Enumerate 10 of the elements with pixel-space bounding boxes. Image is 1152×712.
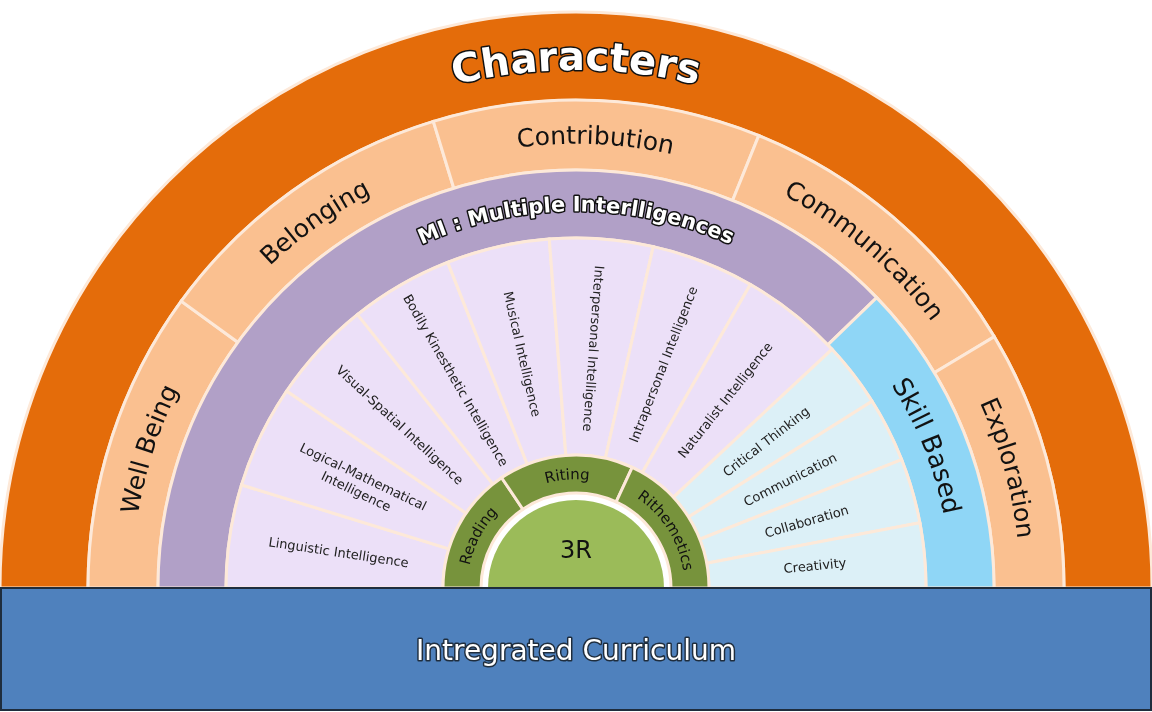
segment-label: Contribution xyxy=(515,120,677,161)
segment-label: Riting xyxy=(542,465,591,488)
segment-label: 3R xyxy=(560,536,592,565)
segment-label: Interpersonal Intelligence xyxy=(579,265,608,433)
segment-label: Characters xyxy=(446,33,706,94)
segment-label: Creativity xyxy=(782,555,847,576)
diagram-segment xyxy=(0,587,1152,711)
diagram-segment xyxy=(0,11,1152,590)
segment-label: Linguistic Intelligence xyxy=(267,534,410,571)
segment-label: Intregrated Curriculum xyxy=(416,633,736,667)
